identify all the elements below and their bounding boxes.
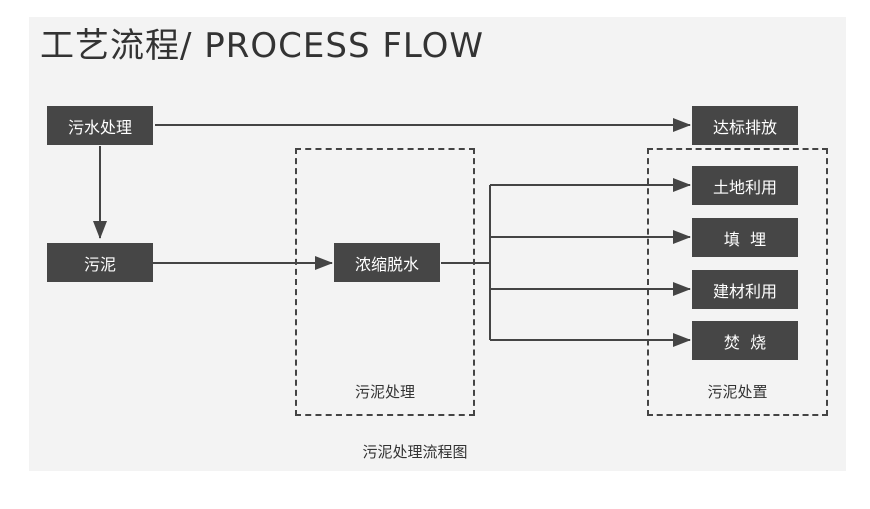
group-label-disposal: 污泥处置 [707,383,768,401]
node-wastewater: 污水处理 [47,106,153,145]
group-frame-treatment [295,148,475,416]
page-title: 工艺流程/ PROCESS FLOW [40,26,485,66]
node-landfill: 填 埋 [692,218,798,257]
group-label-treatment: 污泥处理 [354,383,415,401]
group-frame-disposal [647,148,828,416]
diagram-caption: 污泥处理流程图 [362,443,468,461]
node-discharge: 达标排放 [692,106,798,145]
node-thicken: 浓缩脱水 [334,243,440,282]
node-sludge: 污泥 [47,243,153,282]
node-incinerate: 焚 烧 [692,321,798,360]
node-land: 土地利用 [692,166,798,205]
node-building: 建材利用 [692,270,798,309]
